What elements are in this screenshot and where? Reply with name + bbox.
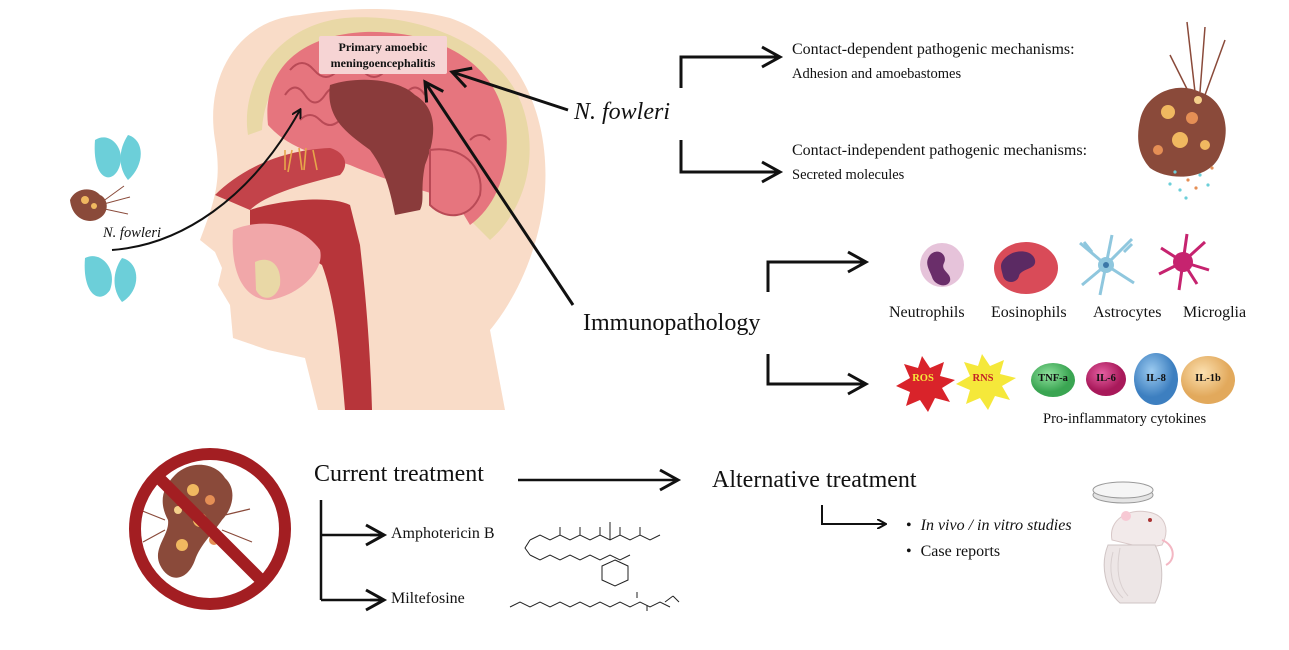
head-illustration: [111, 9, 546, 410]
contact-independent-detail: Secreted molecules: [792, 167, 905, 183]
airway: [250, 199, 372, 410]
contact-dependent-detail: Adhesion and amoebastomes: [792, 66, 962, 82]
rns-burst: [956, 354, 1016, 410]
cell-label-neutrophils: Neutrophils: [889, 304, 965, 321]
cytokine-il6: [1086, 362, 1126, 396]
current-treatment-label: Current treatment: [314, 461, 484, 487]
arrow-current-drugs: [319, 500, 383, 602]
tongue: [232, 223, 321, 300]
amoeba-small-icon: [70, 185, 131, 221]
arrow-immuno-to-brain: [423, 79, 575, 306]
neutrophil-icon: [920, 243, 964, 287]
skull: [246, 17, 530, 241]
cell-label-microglia: Microglia: [1183, 304, 1247, 321]
water-drops: [84, 135, 141, 302]
jaw-bone: [255, 259, 281, 298]
cell-label-eosinophils: Eosinophils: [991, 304, 1067, 321]
drug-miltefosine: Miltefosine: [391, 590, 465, 607]
arrow-alternative-items: [821, 505, 885, 524]
water-drop-icon: [114, 258, 137, 302]
mouse-icon: [1103, 510, 1174, 604]
amoeba-large-icon: [1138, 21, 1226, 200]
alternative-item-studies: In vivo / in vitro studies: [906, 513, 1072, 539]
ros-burst: [896, 356, 955, 412]
cytokine-il8: [1134, 353, 1178, 405]
astrocyte-icon: [1079, 234, 1135, 296]
arrow-mediators: [766, 354, 870, 396]
no-amoeba-sign: [129, 448, 291, 610]
water-drop-icon: [120, 135, 141, 180]
alternative-treatment-label: Alternative treatment: [712, 467, 917, 493]
arrow-nfowleri-to-brain: [449, 66, 569, 112]
water-drop-icon: [84, 256, 112, 297]
arrow-contact-independent: [679, 140, 784, 184]
eosinophil-icon: [994, 242, 1058, 294]
arrow-immune-cells: [766, 250, 870, 292]
immunopathology-label: Immunopathology: [583, 310, 761, 336]
cytokine-label-il6: IL-6: [1096, 373, 1116, 384]
cytokine-tnf: [1031, 363, 1075, 397]
arrow-contact-dependent: [679, 45, 784, 88]
alternative-item-cases: Case reports: [906, 539, 1072, 565]
cytokine-il1b: [1181, 356, 1235, 404]
contact-independent-title: Contact-independent pathogenic mechanism…: [792, 142, 1088, 159]
cytokine-label-il1b: IL-1b: [1195, 373, 1221, 384]
secreted-molecules: [1168, 166, 1214, 200]
entry-arrow: [111, 110, 300, 251]
cerebellum: [429, 148, 482, 217]
petri-dish-icon: [1092, 481, 1154, 504]
ros-label: ROS: [912, 373, 934, 384]
olfactory-nerves: [284, 147, 318, 173]
cell-label-astrocytes: Astrocytes: [1093, 304, 1162, 321]
rns-label: RNS: [972, 373, 994, 384]
cytokine-label-il8: IL-8: [1146, 373, 1166, 384]
entry-pathogen-label: N. fowleri: [103, 225, 162, 241]
brainstem: [329, 79, 434, 215]
alternative-items-list: In vivo / in vitro studies Case reports: [906, 513, 1072, 565]
microglia-icon: [1158, 233, 1210, 291]
drug-amphotericin: Amphotericin B: [391, 525, 495, 542]
cytokines-caption: Pro-inflammatory cytokines: [1043, 411, 1207, 427]
water-drop-icon: [94, 137, 121, 178]
pathogen-label: N. fowleri: [574, 99, 671, 125]
miltefosine-structure: [509, 592, 680, 611]
disease-label: Primary amoebic meningoencephalitis: [319, 36, 447, 74]
cytokine-label-tnf: TNF-a: [1038, 373, 1068, 384]
nasal-cavity: [215, 148, 346, 210]
contact-dependent-title: Contact-dependent pathogenic mechanisms:: [792, 41, 1075, 58]
amphotericin-structure: [524, 522, 661, 587]
